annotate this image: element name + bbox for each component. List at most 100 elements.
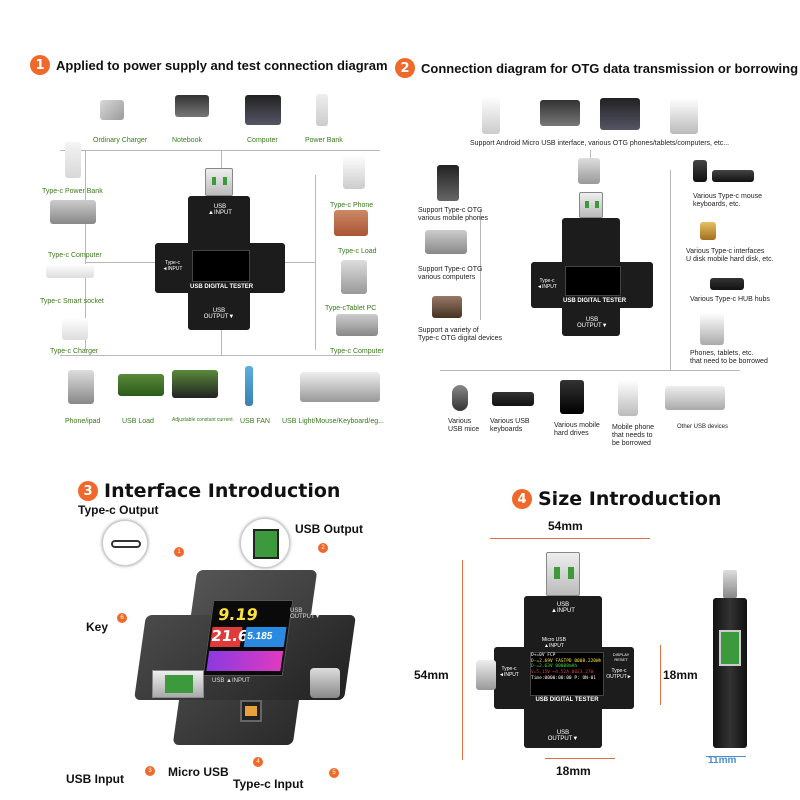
typec-computer-image [50,200,96,224]
d2-hub-image [710,278,744,290]
d1-right-label-1: Type-c Phone [330,202,374,209]
d1-top-connector [221,150,222,172]
size-typec-output-label: Type-c OUTPUT► [606,668,632,680]
section-1-number: 1 [30,55,50,75]
usb-fan-image [245,366,253,406]
size-screen: D+=0V FCP D-=2.69V FASTPD 0008.220Wh D-=… [530,652,604,696]
d1-left-label-2: Type-c Computer [48,252,102,259]
d1-left-label-3: Type-c Smart socket [40,298,104,305]
d2-right-label-1: Various Type-c mouse keyboards, etc. [693,193,762,209]
d1-left-label-4: Type-c Charger [50,348,99,355]
d2-typec-input-label: Type-c ◄INPUT [537,278,557,290]
d1-bottom-line [60,355,380,356]
size-tester: USB ▲INPUT Micro USB ▲INPUT Type-c ◄INPU… [472,552,652,752]
d1-right-label-4: Type-c Computer [330,348,384,355]
typec-tablet-image [341,260,367,294]
badge-5: 5 [329,768,339,778]
size-usb-plug [546,552,580,596]
interface-micro-usb [240,700,262,722]
width-dimension-line [490,538,650,539]
bottom-dimension: 18mm [556,764,591,778]
callout-typec-input: Type-c Input [233,777,304,791]
d1-top-label-3: Computer [247,137,278,144]
size-tester-name: USB DIGITAL TESTER [535,697,599,703]
d1-right-line [315,175,316,350]
interface-tester: 9.19 21.6 5.185 USB ▲INPUT USB OUTPUT▼ [130,560,370,760]
size-typec-plug [476,660,496,690]
section-4-number: 4 [512,489,532,509]
d2-typec-phone-image [437,165,459,201]
interface-usb-output-label: USB OUTPUT▼ [290,608,321,620]
d1-left-connector [85,262,155,263]
callout-usb-input: USB Input [66,772,124,786]
typec-phone-image [343,155,365,189]
d2-typec-computer-image [425,230,467,254]
screen-line-5: Time:0000:00:00 P: ON-01 [531,675,597,681]
d2-bottom-label-5: Other USB devices [677,424,729,430]
interface-typec-input [310,668,340,698]
d1-bottom-connector [221,330,222,355]
d1-bottom-label-2: USB Load [122,418,154,425]
typec-computer-right-image [336,314,378,336]
d2-bottom-label-4: Mobile phone that needs to be borrowed [612,424,655,448]
d1-right-connector [285,262,315,263]
power-bank-image [316,94,328,126]
d2-left-label-1: Support Type-c OTG various mobile phones [418,207,489,223]
d2-right-label-2: Various Type-c interfaces U disk mobile … [686,248,774,264]
d2-bottom-line [440,370,740,371]
usb-light-mouse-image [300,372,380,402]
d1-usb-plug [205,168,233,196]
d2-mouse-image [693,160,707,182]
d1-tester-name: USB DIGITAL TESTER [190,284,254,290]
d1-screen [192,250,250,282]
section-4-heading: 4 Size Introduction [512,488,721,510]
screen-line-3: D-=2.63V 00008mAh [531,664,578,670]
d1-typec-input-label: Type-c ◄INPUT [162,260,183,272]
section-2-title: Connection diagram for OTG data transmis… [421,60,799,76]
d2-left-label-2: Support Type-c OTG various computers [418,266,483,282]
d1-tester: USB ▲INPUT Type-c ◄INPUT USB OUTPUT▼ USB… [150,168,290,333]
section-3-number: 3 [78,481,98,501]
d2-left-label-3: Support a variety of Type-c OTG digital … [418,327,503,343]
size-usb-output-label: USB OUTPUT▼ [547,730,579,742]
right-dimension-line [660,645,661,705]
d1-bottom-label-3: Adjustable constant current [172,417,233,423]
size-typec-input-label: Type-c ◄INPUT [499,666,519,678]
d1-left-label-1: Type-c Power Bank [42,188,103,195]
screen-value-3: 5.185 [246,631,274,642]
screen-block-purple [206,651,284,671]
constant-current-image [172,370,218,398]
d2-usb-output-label: USB OUTPUT▼ [577,317,608,329]
width-dimension: 54mm [548,519,583,533]
callout-typec-output: Type-c Output [78,503,159,517]
section-2-number: 2 [395,58,415,78]
d1-top-label-1: Ordinary Charger [93,137,148,144]
d2-right-line [670,170,671,370]
d2-bottom-label-2: Various USB keyboards [490,418,530,434]
d2-tablet-image [670,98,698,134]
size-display-reset-label: DISPLAY RESET [612,652,630,662]
callout-micro-usb: Micro USB [168,765,229,779]
size-usb-input-label: USB ▲INPUT [551,602,575,614]
d1-usb-input-label: USB ▲INPUT [208,204,232,216]
d1-top-line [60,150,380,151]
d1-right-label-3: Type-cTablet PC [325,305,377,312]
size-micro-usb-label: Micro USB ▲INPUT [542,637,566,649]
d2-borrowed-tablet-image [700,313,724,345]
d2-bottom-label-3: Various mobile hard drives [554,422,600,438]
thickness-dimension: 11mm [708,755,737,766]
screen-value-1: 9.19 [216,605,260,624]
otg-adapter [578,158,600,184]
d1-top-label-4: Power Bank [305,137,343,144]
section-1-heading: 1 Applied to power supply and test conne… [30,55,388,75]
d2-right-label-3: Various Type-c HUB hubs [690,296,770,303]
d2-left-line [480,210,481,320]
badge-1: 1 [174,547,184,557]
d2-tester: Type-c ◄INPUT USB DIGITAL TESTER USB OUT… [527,192,657,337]
section-2-heading: 2 Connection diagram for OTG data transm… [395,58,798,78]
callout-usb-output: USB Output [295,522,363,536]
d2-borrow-phone-image [618,380,638,416]
height-dimension: 54mm [414,668,449,682]
d1-bottom-label-1: Phone/ipad [65,418,101,425]
smart-socket-image [46,264,94,278]
